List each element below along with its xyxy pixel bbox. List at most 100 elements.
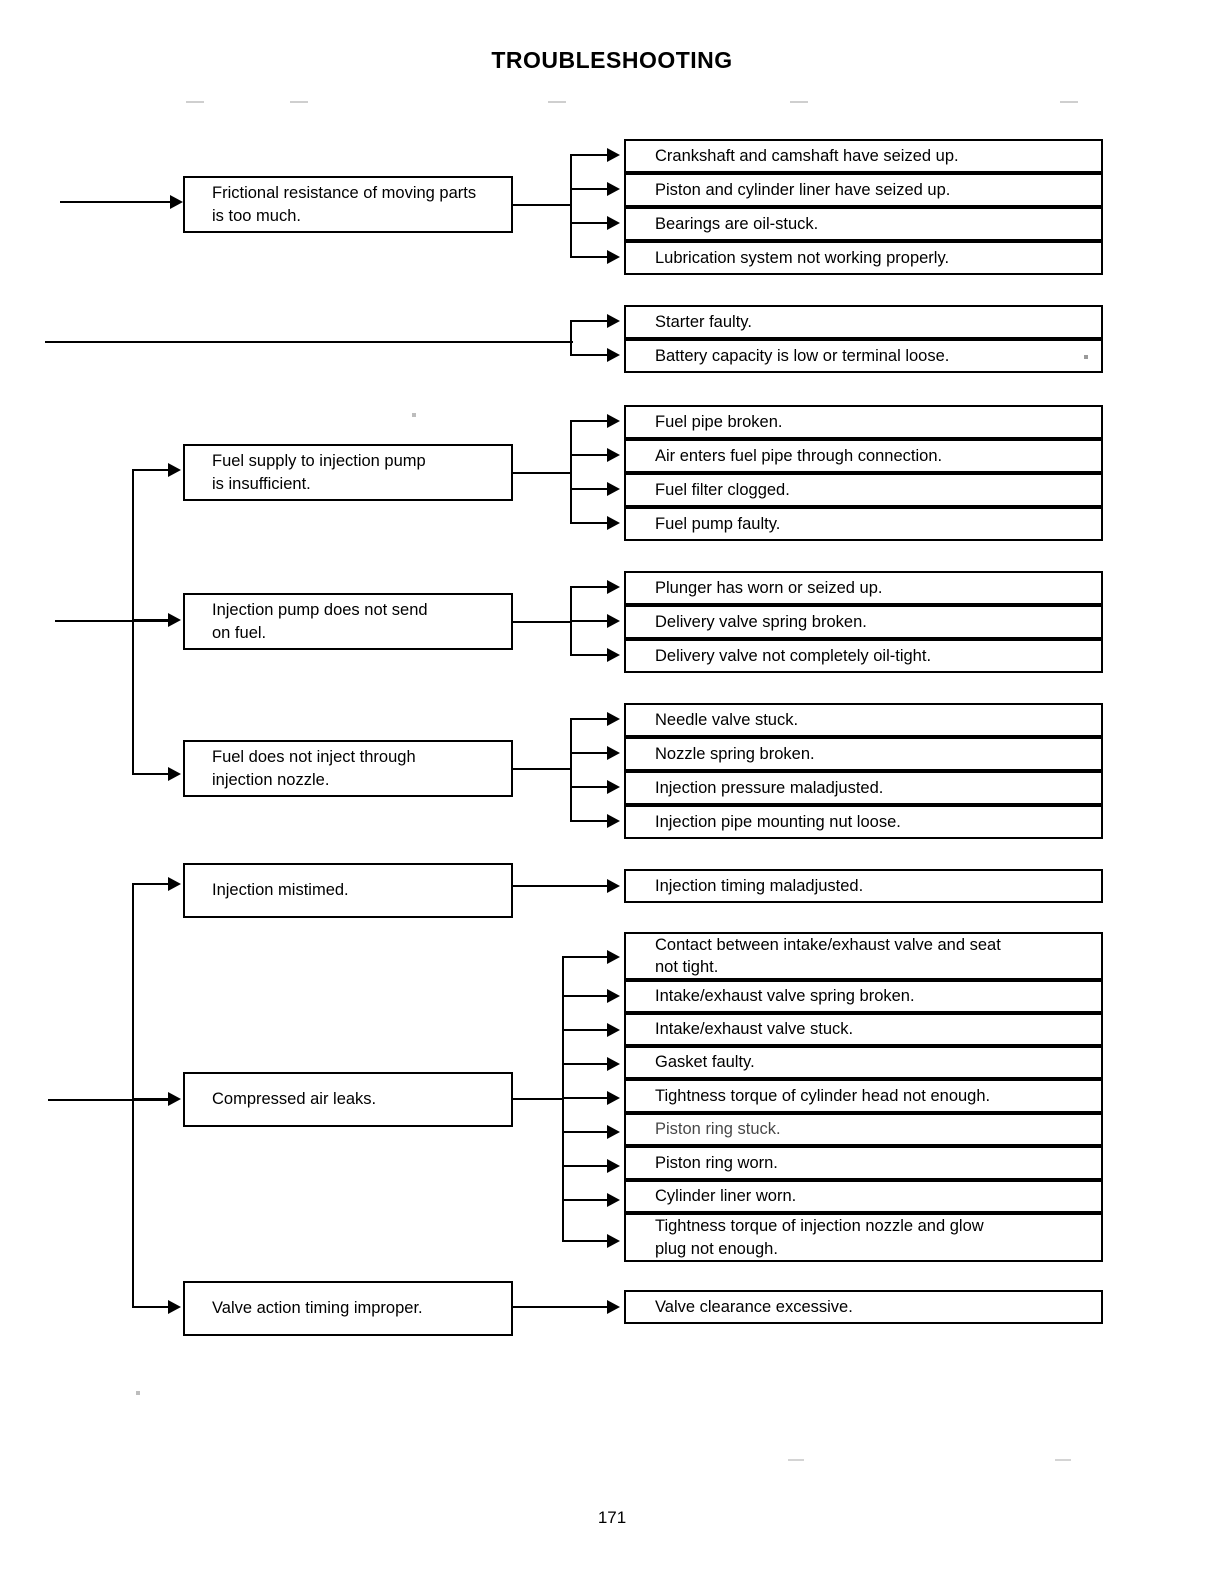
effect-label: Injection timing maladjusted.: [655, 876, 864, 895]
cause-label: Frictional resistance of moving parts is…: [212, 184, 477, 225]
connector-trunk-starter: [570, 321, 572, 356]
arrowhead-injection-mistimed: [168, 877, 181, 891]
arrowhead-branch-3: [607, 216, 620, 230]
cause-label: Compressed air leaks.: [212, 1090, 377, 1109]
print-speck: [1060, 101, 1078, 103]
effect-label: Starter faulty.: [655, 312, 752, 331]
connector-branch-starter-2: [570, 354, 615, 356]
connector-branch-2: [570, 620, 615, 622]
effect-label: Fuel pump faulty.: [655, 514, 781, 533]
page-title: TROUBLESHOOTING: [491, 47, 733, 73]
connector-trunk-injection-nozzle: [570, 719, 572, 822]
effect-label: Bearings are oil-stuck.: [655, 214, 819, 233]
effect-box: Fuel pump faulty.: [624, 507, 1103, 541]
cause-box-injection-mistimed: Injection mistimed.: [183, 863, 513, 918]
effect-label: Delivery valve not completely oil-tight.: [655, 646, 932, 665]
cause-label: Valve action timing improper.: [212, 1299, 423, 1318]
connector-branch-3: [570, 786, 615, 788]
effect-box: Contact between intake/exhaust valve and…: [624, 932, 1103, 980]
arrowhead-branch-2: [607, 182, 620, 196]
cause-box-fuel-supply: Fuel supply to injection pump is insuffi…: [183, 444, 513, 501]
arrowhead-branch-3: [607, 482, 620, 496]
arrowhead-branch-5: [607, 1091, 620, 1105]
effect-box: Injection timing maladjusted.: [624, 869, 1103, 903]
effect-label: Nozzle spring broken.: [655, 744, 815, 763]
connector-bus-combustion: [132, 884, 134, 1308]
connector-inbound-frictional: [60, 201, 172, 203]
arrowhead-branch-1: [607, 950, 620, 964]
effect-label: Delivery valve spring broken.: [655, 612, 867, 631]
arrowhead-branch-2: [607, 448, 620, 462]
arrowhead-branch-9: [607, 1234, 620, 1248]
print-speck: [548, 101, 566, 103]
connector-trunk-compressed-air: [562, 957, 564, 1241]
effect-box: Nozzle spring broken.: [624, 737, 1103, 771]
effect-box: Crankshaft and camshaft have seized up.: [624, 139, 1103, 173]
arrowhead-branch-4: [607, 814, 620, 828]
cause-box-compressed-air-leaks: Compressed air leaks.: [183, 1072, 513, 1127]
connector-branch-1: [570, 586, 615, 588]
effect-label: Plunger has worn or seized up.: [655, 578, 883, 597]
effect-box: Gasket faulty.: [624, 1046, 1103, 1079]
arrowhead-branch-3: [607, 780, 620, 794]
cause-box-frictional-resistance: Frictional resistance of moving parts is…: [183, 176, 513, 233]
connector-branch-4: [570, 256, 615, 258]
print-speck: [412, 413, 416, 417]
connector-branch-5: [562, 1097, 615, 1099]
connector-inbound-fuel-bus: [55, 620, 175, 622]
connector-stem-fuel-supply: [513, 472, 572, 474]
arrowhead-injection-pump: [168, 613, 181, 627]
arrowhead-branch-3: [607, 648, 620, 662]
print-speck: [186, 101, 204, 103]
print-speck: [136, 1391, 140, 1395]
effect-box: Intake/exhaust valve stuck.: [624, 1013, 1103, 1046]
cause-label: Injection mistimed.: [212, 881, 349, 900]
connector-branch-2: [570, 188, 615, 190]
connector-inbound-combustion-bus: [48, 1099, 175, 1101]
effect-label: Injection pressure maladjusted.: [655, 778, 884, 797]
connector-branch-1: [570, 718, 615, 720]
arrowhead-branch-2: [607, 746, 620, 760]
arrowhead-branch-8: [607, 1193, 620, 1207]
arrowhead-branch-4: [607, 250, 620, 264]
arrowhead-branch-7: [607, 1159, 620, 1173]
connector-stem-injection-pump: [513, 621, 572, 623]
cause-label: Injection pump does not send on fuel.: [212, 601, 428, 642]
arrowhead-branch-1: [607, 414, 620, 428]
arrowhead-branch-3: [607, 1023, 620, 1037]
effect-box: Battery capacity is low or terminal loos…: [624, 339, 1103, 373]
effect-box: Tightness torque of injection nozzle and…: [624, 1213, 1103, 1262]
effect-box: Delivery valve spring broken.: [624, 605, 1103, 639]
connector-branch-injection-nozzle: [132, 773, 174, 775]
arrowhead-branch-1: [607, 712, 620, 726]
arrowhead-valve-timing: [168, 1300, 181, 1314]
effect-label: Lubrication system not working properly.: [655, 248, 950, 267]
effect-label: Needle valve stuck.: [655, 710, 799, 729]
arrowhead-compressed-air: [168, 1092, 181, 1106]
arrowhead-valve-clearance: [607, 1300, 620, 1314]
connector-branch-2: [570, 454, 615, 456]
effect-box: Valve clearance excessive.: [624, 1290, 1103, 1324]
effect-label: Valve clearance excessive.: [655, 1297, 853, 1316]
arrowhead-branch-starter-2: [607, 348, 620, 362]
effect-label: Tightness torque of injection nozzle and…: [655, 1217, 984, 1258]
connector-stem-valve-timing: [513, 1306, 615, 1308]
cause-label: Fuel does not inject through injection n…: [212, 748, 416, 789]
effect-box: Lubrication system not working properly.: [624, 241, 1103, 275]
connector-bus-fuel: [132, 470, 134, 775]
connector-branch-3: [570, 222, 615, 224]
effect-box: Fuel filter clogged.: [624, 473, 1103, 507]
arrowhead-branch-starter-1: [607, 314, 620, 328]
arrowhead-branch-4: [607, 516, 620, 530]
arrowhead-injection-timing: [607, 879, 620, 893]
connector-branch-7: [562, 1165, 615, 1167]
effect-box: Piston ring stuck.: [624, 1113, 1103, 1146]
effect-box: Starter faulty.: [624, 305, 1103, 339]
connector-branch-1: [570, 154, 615, 156]
connector-branch-8: [562, 1199, 615, 1201]
print-speck: [1055, 1459, 1071, 1461]
connector-branch-1: [562, 956, 615, 958]
arrowhead-branch-2: [607, 614, 620, 628]
effect-box: Piston and cylinder liner have seized up…: [624, 173, 1103, 207]
connector-branch-4: [570, 522, 615, 524]
